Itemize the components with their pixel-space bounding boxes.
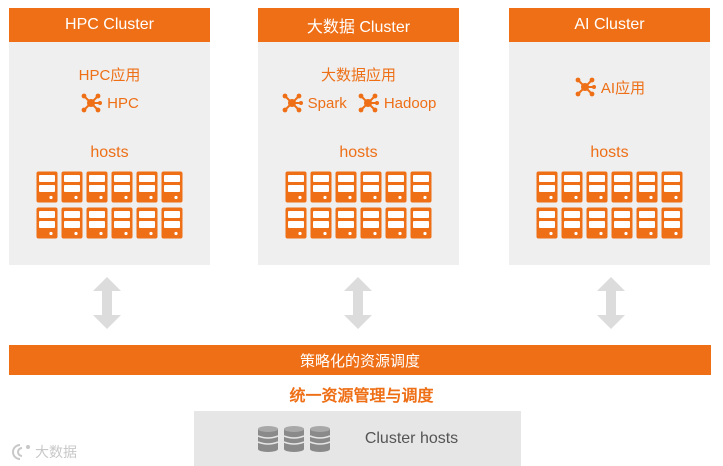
unified-management-label: 统一资源管理与调度: [289, 388, 434, 405]
server-icon: [36, 207, 58, 239]
server-icon: [636, 207, 658, 239]
server-icon: [561, 171, 583, 203]
server-icon: [136, 207, 158, 239]
bigdata-app-row: Spark Hadoop: [258, 92, 459, 114]
watermark-logo-icon: [12, 444, 30, 460]
server-icon: [385, 171, 407, 203]
database-icon: [257, 425, 279, 452]
server-icon: [661, 171, 683, 203]
server-icon: [335, 171, 357, 203]
server-icon: [161, 171, 183, 203]
ai-app-item: AI应用: [574, 76, 645, 98]
watermark: 大数据: [10, 442, 77, 462]
server-icon: [536, 207, 558, 239]
server-icon: [611, 171, 633, 203]
server-icon: [586, 207, 608, 239]
hadoop-app-label: Hadoop: [383, 94, 437, 112]
server-icon: [86, 207, 108, 239]
server-icon: [161, 207, 183, 239]
server-icon: [61, 171, 83, 203]
hub-network-icon: [358, 93, 379, 113]
server-icon: [661, 207, 683, 239]
hpc-app-row: HPC: [9, 92, 210, 114]
server-icon: [561, 207, 583, 239]
server-icon: [586, 171, 608, 203]
server-icon: [360, 207, 382, 239]
hpc-app-label: HPC: [107, 94, 139, 112]
spark-app-label: Spark: [307, 94, 347, 112]
cluster-hosts-label: Cluster hosts: [364, 429, 459, 447]
spark-app-item: Spark: [281, 92, 347, 114]
server-icon: [136, 171, 158, 203]
ai-cluster-title: AI Cluster: [509, 8, 710, 42]
server-icon: [636, 171, 658, 203]
bigdata-app-title: 大数据应用: [320, 67, 396, 84]
server-icon: [285, 171, 307, 203]
server-icon: [410, 207, 432, 239]
server-icon: [36, 171, 58, 203]
ai-hosts-label: hosts: [590, 144, 629, 161]
database-icon: [309, 425, 331, 452]
hadoop-app-item: Hadoop: [357, 92, 437, 114]
server-icon: [61, 207, 83, 239]
server-icon: [360, 171, 382, 203]
watermark-text: 大数据: [35, 444, 77, 460]
server-icon: [111, 171, 133, 203]
cluster-hosts-box: Cluster hosts: [194, 411, 521, 466]
database-icon-group: [257, 425, 331, 452]
database-icon: [283, 425, 305, 452]
ai-host-grid: [536, 171, 683, 239]
hpc-cluster-panel: HPC Cluster HPC应用 HPC hosts: [9, 8, 210, 265]
bigdata-cluster-panel: 大数据 Cluster 大数据应用 Spark Hadoop hosts: [258, 8, 459, 265]
strategy-scheduling-bar: 策略化的资源调度: [9, 345, 711, 375]
server-icon: [310, 171, 332, 203]
server-icon: [410, 171, 432, 203]
server-icon: [285, 207, 307, 239]
hpc-cluster-title: HPC Cluster: [9, 8, 210, 42]
ai-app-label: AI应用: [600, 79, 646, 97]
hpc-hosts-label: hosts: [90, 144, 129, 161]
bigdata-cluster-title: 大数据 Cluster: [258, 8, 459, 42]
hpc-app-title: HPC应用: [78, 67, 141, 84]
double-arrow-icon: [344, 277, 372, 329]
double-arrow-icon: [597, 277, 625, 329]
hub-network-icon: [282, 93, 303, 113]
ai-cluster-panel: AI Cluster AI应用 hosts: [509, 8, 710, 265]
server-icon: [611, 207, 633, 239]
server-icon: [86, 171, 108, 203]
bigdata-hosts-label: hosts: [339, 144, 378, 161]
server-icon: [385, 207, 407, 239]
hpc-host-grid: [36, 171, 183, 239]
server-icon: [335, 207, 357, 239]
bigdata-host-grid: [285, 171, 432, 239]
server-icon: [310, 207, 332, 239]
server-icon: [111, 207, 133, 239]
hpc-app-item: HPC: [80, 92, 139, 114]
hub-network-icon: [575, 77, 596, 97]
server-icon: [536, 171, 558, 203]
ai-app-row: AI应用: [509, 76, 710, 98]
hub-network-icon: [81, 93, 103, 113]
double-arrow-icon: [93, 277, 121, 329]
